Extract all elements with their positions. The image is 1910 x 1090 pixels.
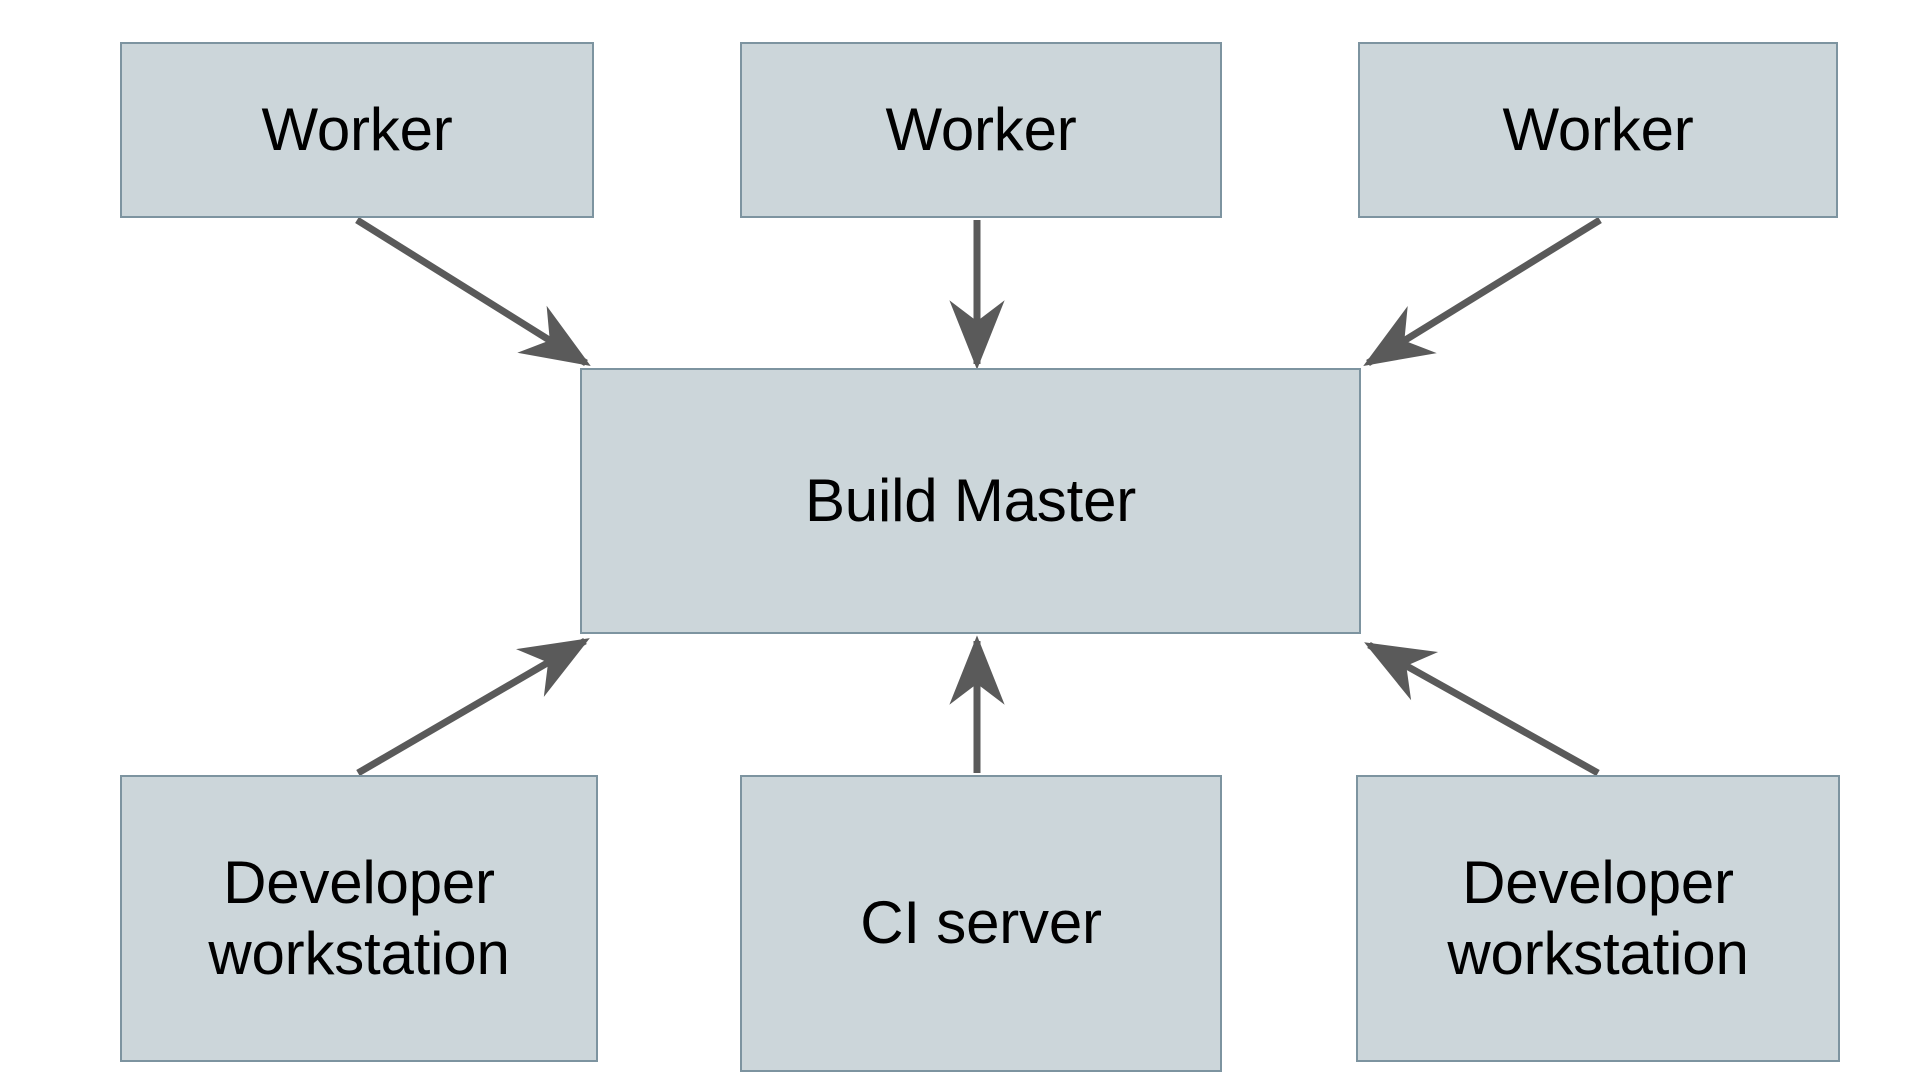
node-developer-workstation-left-label: Developer workstation [208,848,510,987]
node-ci-server-label: CI server [860,889,1102,957]
node-build-master-label: Build Master [804,466,1137,534]
edge-devleft-to-master [356,637,590,777]
node-worker-3[interactable]: Worker [1358,42,1838,218]
node-worker-1-label: Worker [261,95,453,163]
node-ci-server[interactable]: CI server [740,775,1222,1072]
node-worker-2-label: Worker [885,95,1077,163]
node-worker-1[interactable]: Worker [120,42,594,218]
node-worker-2[interactable]: Worker [740,42,1222,218]
edge-worker3-to-master [1363,217,1602,366]
edge-devright-to-master [1364,641,1600,777]
edge-worker1-to-master [355,217,591,366]
node-developer-workstation-right[interactable]: Developer workstation [1356,775,1840,1062]
node-build-master[interactable]: Build Master [580,368,1361,634]
node-developer-workstation-left[interactable]: Developer workstation [120,775,598,1062]
node-worker-3-label: Worker [1502,95,1694,163]
node-developer-workstation-right-label: Developer workstation [1447,848,1749,987]
